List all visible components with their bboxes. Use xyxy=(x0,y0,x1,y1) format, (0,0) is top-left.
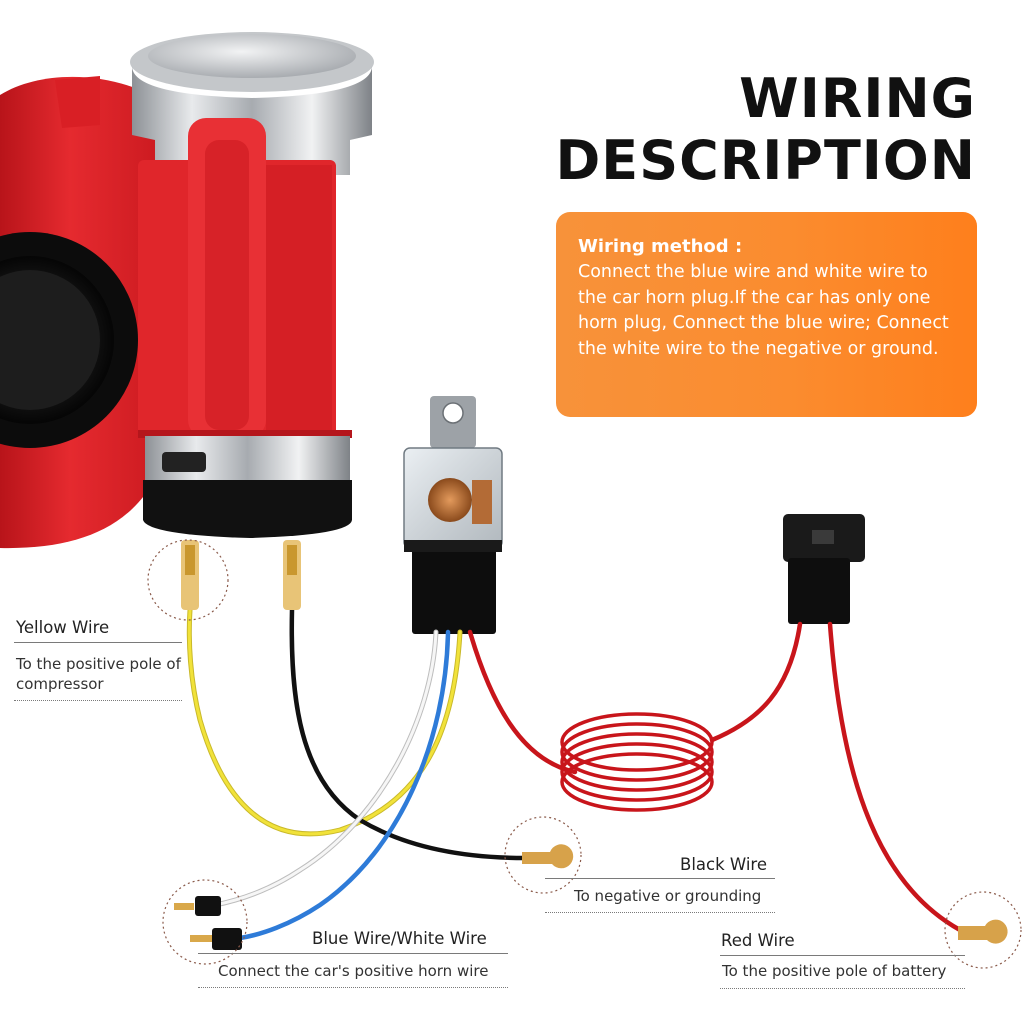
black-wire-rule-bottom xyxy=(545,912,775,913)
red-wire-rule-bottom xyxy=(720,988,965,989)
yellow-wire-title: Yellow Wire xyxy=(16,618,110,637)
blue-white-wire-desc: Connect the car's positive horn wire xyxy=(218,962,489,980)
black-wire-title: Black Wire xyxy=(680,855,767,874)
black-wire-desc: To negative or grounding xyxy=(574,887,762,905)
black-wire-rule xyxy=(545,878,775,879)
relay xyxy=(403,396,503,634)
blue-white-wire-title: Blue Wire/White Wire xyxy=(312,929,487,948)
red-wire-title: Red Wire xyxy=(721,931,795,950)
wires xyxy=(186,607,963,941)
wiring-method-heading: Wiring method : xyxy=(578,236,743,257)
yellow-wire-desc: To the positive pole of compressor xyxy=(16,655,181,693)
yellow-wire-rule-bottom xyxy=(14,700,182,701)
callout-circles xyxy=(147,539,1022,969)
blue-white-wire-rule xyxy=(198,953,508,954)
yellow-wire-rule xyxy=(14,642,182,643)
wiring-method-text: Connect the blue wire and white wire to … xyxy=(578,262,949,359)
fuse-holder xyxy=(783,514,865,624)
blue-white-wire-rule-bottom xyxy=(198,987,508,988)
connectors xyxy=(174,540,1008,950)
title-line-1: WIRING xyxy=(739,67,976,130)
page-title: WIRING DESCRIPTION xyxy=(555,68,976,192)
wiring-method-box: Wiring method : Connect the blue wire an… xyxy=(556,212,977,417)
red-wire-rule xyxy=(720,955,965,956)
red-wire-desc: To the positive pole of battery xyxy=(722,962,947,980)
title-line-2: DESCRIPTION xyxy=(555,129,976,192)
air-horn xyxy=(0,32,374,549)
